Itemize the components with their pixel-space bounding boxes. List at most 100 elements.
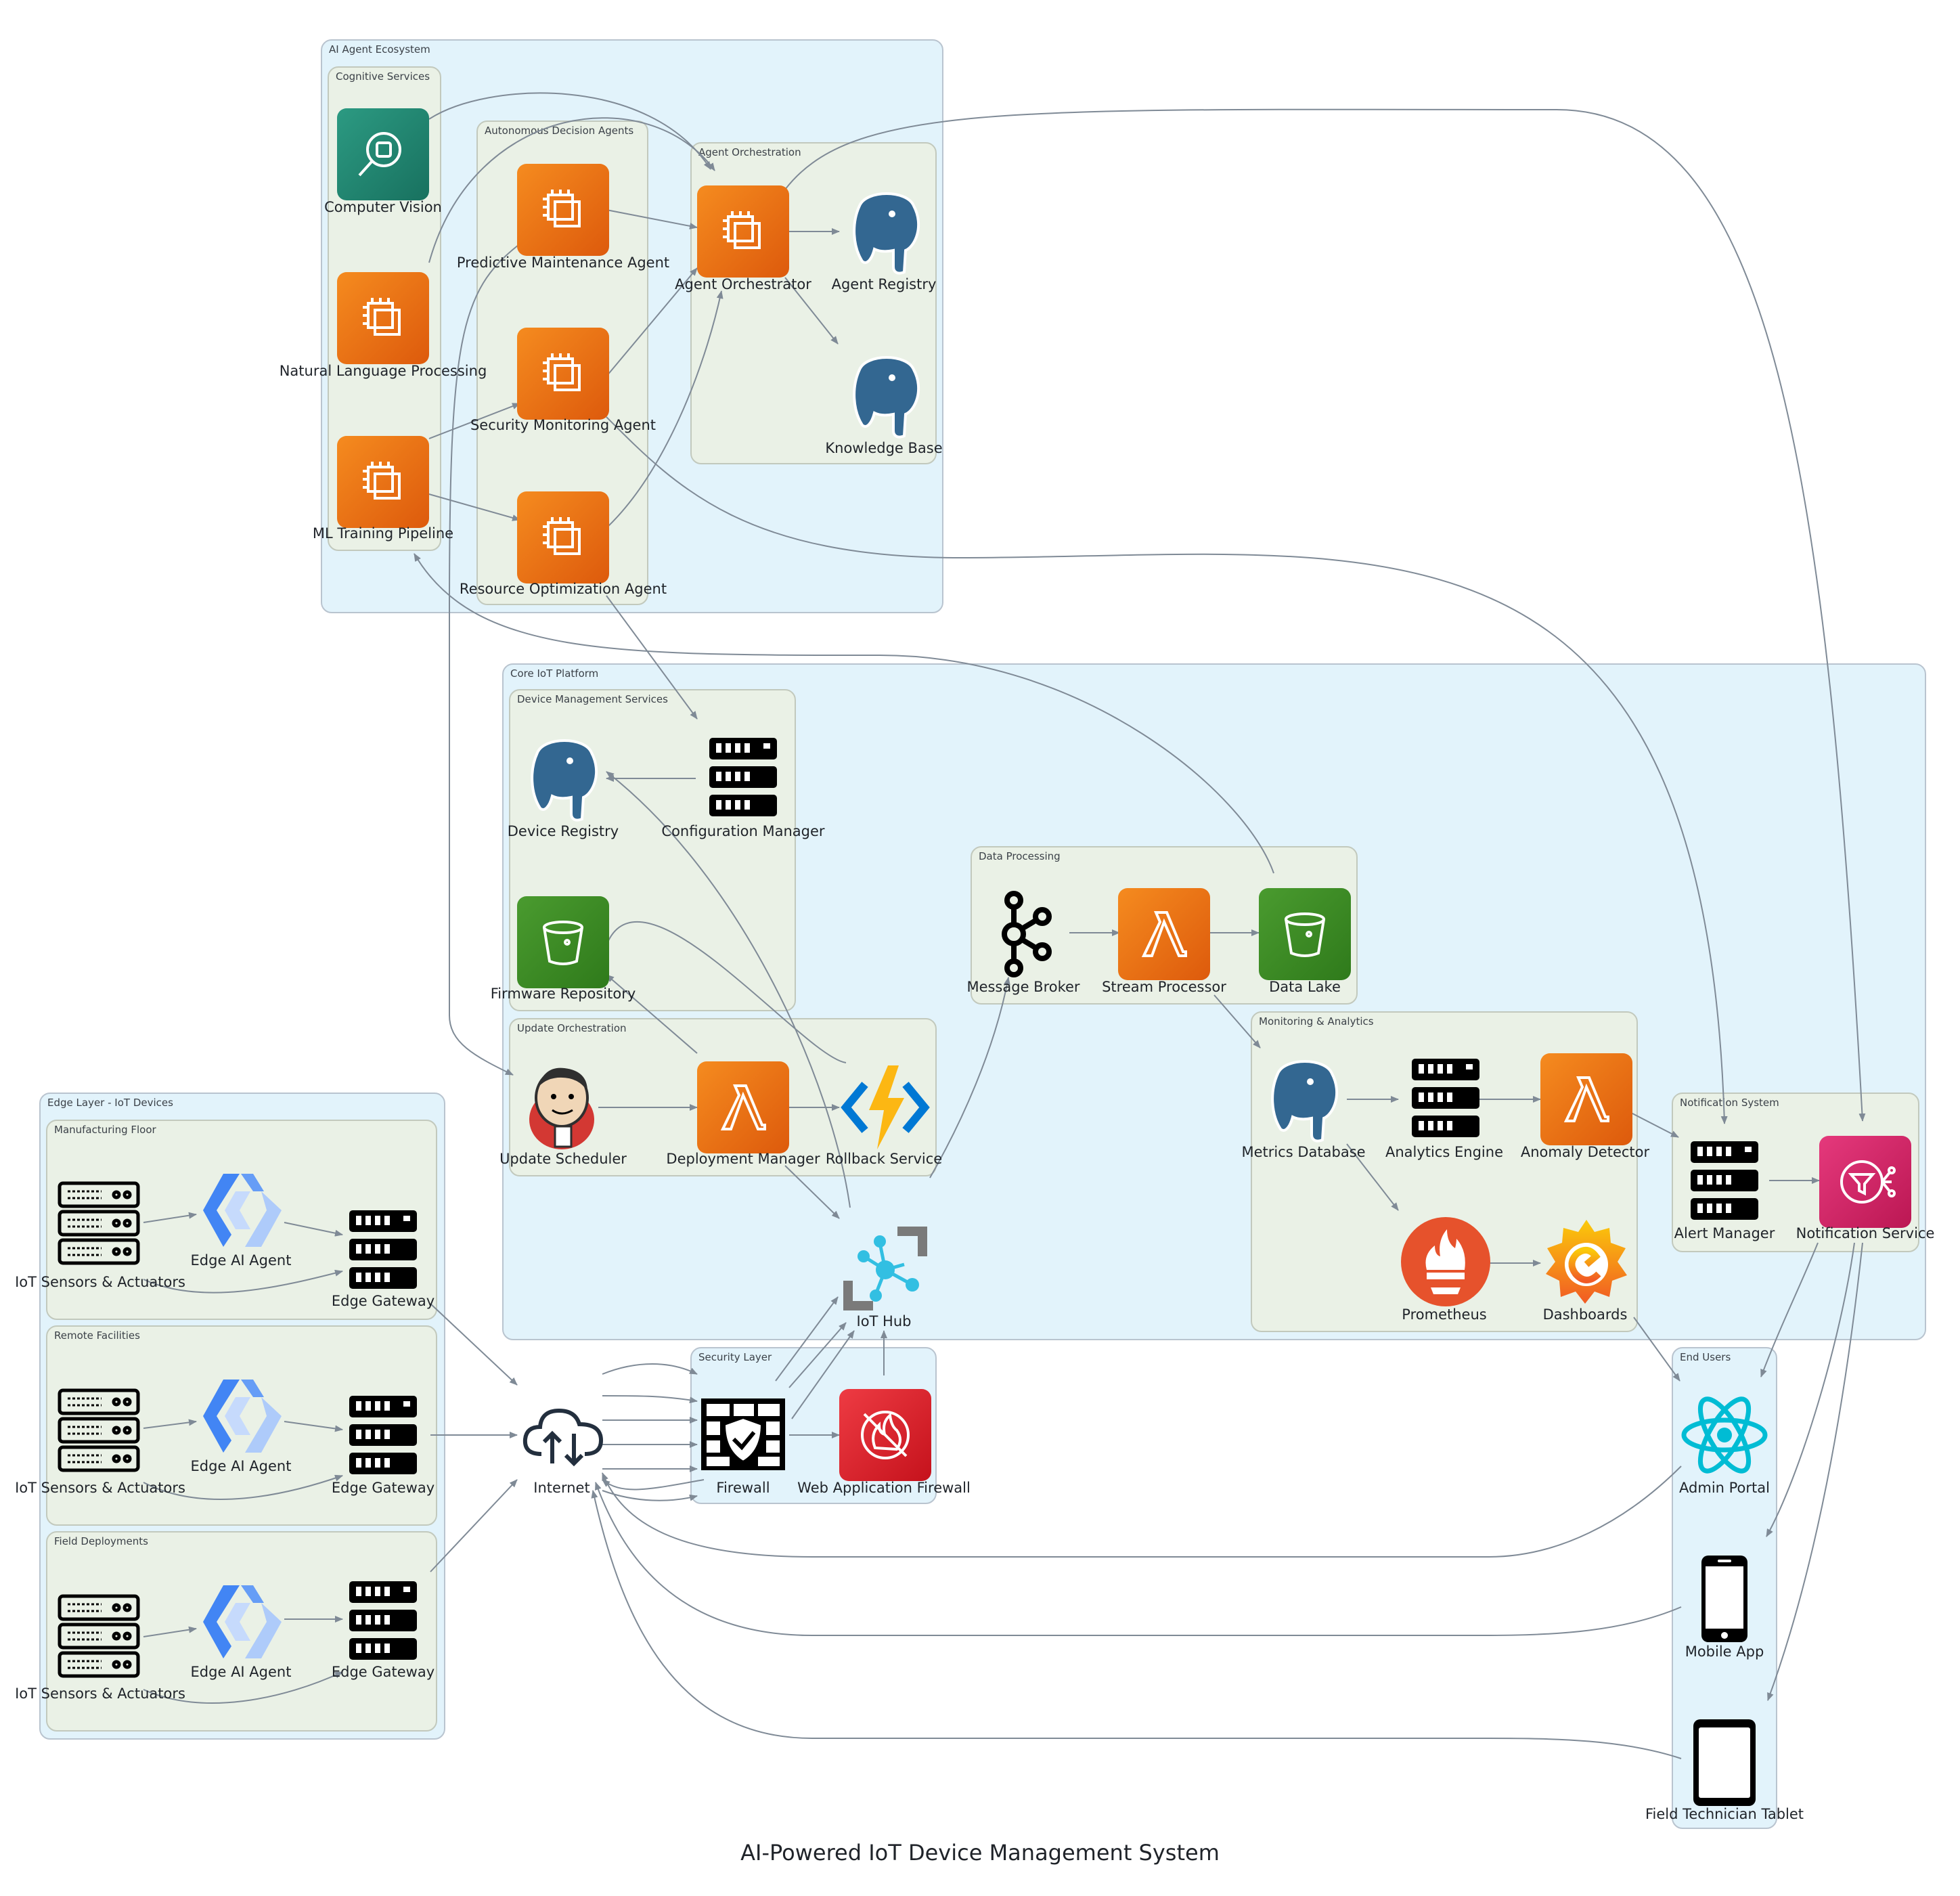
- rf-edge-ai-node[interactable]: [196, 1370, 291, 1465]
- stream-processor-node[interactable]: [1118, 888, 1213, 983]
- node-label: Anomaly Detector: [1520, 1144, 1650, 1160]
- postgresql-elephant-icon: [853, 356, 920, 439]
- security-monitoring-node[interactable]: [517, 328, 612, 422]
- update-scheduler-node[interactable]: [517, 1061, 612, 1156]
- node-label: Update Scheduler: [499, 1151, 627, 1167]
- metrics-database-node[interactable]: [1257, 1053, 1352, 1148]
- azure-functions-icon: [841, 1065, 930, 1149]
- firmware-repository-node[interactable]: [517, 896, 612, 991]
- agent-registry-node[interactable]: [839, 185, 934, 280]
- cluster-label: Update Orchestration: [517, 1022, 627, 1034]
- cluster-label: Remote Facilities: [54, 1329, 140, 1342]
- notification-service-node[interactable]: [1819, 1136, 1914, 1231]
- rollback-service-node[interactable]: [839, 1061, 934, 1156]
- edge-ai-icon: [203, 1174, 282, 1247]
- cpu-chip-icon: [697, 185, 789, 278]
- fd-gateway-node[interactable]: [337, 1576, 432, 1671]
- lambda-icon: [697, 1061, 789, 1153]
- lambda-icon: [1118, 888, 1210, 980]
- nlp-node[interactable]: [337, 272, 432, 367]
- s3-bucket-icon: [1259, 888, 1351, 980]
- knowledge-base-node[interactable]: [839, 349, 934, 444]
- node-label: Edge Gateway: [331, 1664, 435, 1680]
- cpu-chip-icon: [517, 164, 609, 256]
- cluster-label: Agent Orchestration: [698, 146, 801, 158]
- admin-portal-node[interactable]: [1678, 1389, 1773, 1484]
- node-label: Agent Orchestrator: [675, 276, 811, 292]
- s3-bucket-icon: [517, 896, 609, 988]
- node-label: Agent Registry: [831, 276, 937, 292]
- node-label: Configuration Manager: [661, 823, 825, 839]
- node-label: Metrics Database: [1241, 1144, 1366, 1160]
- node-label: Device Registry: [507, 823, 619, 839]
- rekognition-icon: [337, 108, 429, 200]
- resource-optimization-node[interactable]: [517, 491, 612, 586]
- edge-ai-icon: [203, 1380, 282, 1453]
- node-label: Predictive Maintenance Agent: [456, 255, 670, 271]
- cpu-chip-icon: [337, 272, 429, 364]
- firewall-shield-icon: [701, 1398, 785, 1470]
- cluster-label: Field Deployments: [54, 1535, 148, 1547]
- waf-node[interactable]: [839, 1389, 934, 1484]
- node-label: Mobile App: [1685, 1644, 1764, 1660]
- device-registry-node[interactable]: [517, 732, 612, 827]
- react-icon: [1681, 1396, 1768, 1474]
- message-broker-node[interactable]: [977, 888, 1072, 983]
- mf-sensors-node[interactable]: [53, 1178, 148, 1273]
- rf-sensors-node[interactable]: [53, 1385, 148, 1480]
- node-label: IoT Sensors & Actuators: [15, 1685, 185, 1702]
- data-lake-node[interactable]: [1259, 888, 1354, 983]
- grafana-icon: [1546, 1220, 1627, 1304]
- alert-manager-node[interactable]: [1678, 1136, 1773, 1231]
- cluster-label: Cognitive Services: [336, 70, 430, 83]
- node-label: Edge AI Agent: [190, 1458, 292, 1474]
- firewall-node[interactable]: [697, 1389, 792, 1484]
- deployment-manager-node[interactable]: [697, 1061, 792, 1156]
- diagram-title: AI-Powered IoT Device Management System: [740, 1840, 1220, 1866]
- computer-vision-node[interactable]: [337, 108, 432, 203]
- server-rack-icon: [1691, 1141, 1758, 1220]
- node-label: Edge AI Agent: [190, 1664, 292, 1680]
- node-label: Knowledge Base: [825, 440, 943, 456]
- prometheus-node[interactable]: [1400, 1216, 1494, 1310]
- cpu-chip-icon: [517, 328, 609, 420]
- sns-icon: [1819, 1136, 1911, 1228]
- node-label: ML Training Pipeline: [312, 525, 454, 542]
- iot-hub-icon: [843, 1227, 927, 1310]
- prometheus-icon: [1401, 1217, 1490, 1306]
- server-rack-icon: [1412, 1059, 1479, 1137]
- field-tablet-node[interactable]: [1678, 1717, 1773, 1811]
- mobile-app-node[interactable]: [1678, 1553, 1773, 1648]
- fd-sensors-node[interactable]: [53, 1591, 148, 1685]
- anomaly-detector-node[interactable]: [1540, 1053, 1635, 1148]
- node-label: Computer Vision: [324, 199, 442, 215]
- node-label: IoT Hub: [856, 1313, 912, 1329]
- mf-edge-ai-node[interactable]: [196, 1164, 291, 1259]
- tablet-icon: [1693, 1719, 1756, 1806]
- ml-training-node[interactable]: [337, 436, 432, 531]
- cluster-label: Core IoT Platform: [510, 667, 599, 680]
- postgresql-elephant-icon: [853, 192, 920, 275]
- agent-orchestrator-node[interactable]: [697, 185, 792, 280]
- mf-gateway-node[interactable]: [337, 1205, 432, 1300]
- node-label: Natural Language Processing: [279, 363, 487, 379]
- node-label: Resource Optimization Agent: [459, 581, 667, 597]
- server-rack-icon: [709, 738, 777, 816]
- internet-node[interactable]: [517, 1389, 612, 1484]
- iot-hub-node[interactable]: [839, 1222, 934, 1317]
- cluster-label: End Users: [1680, 1351, 1731, 1363]
- cluster-label: Edge Layer - IoT Devices: [47, 1097, 173, 1109]
- cloud-upload-download-icon: [522, 1408, 604, 1467]
- node-label: IoT Sensors & Actuators: [15, 1480, 185, 1496]
- postgresql-elephant-icon: [1271, 1060, 1339, 1143]
- analytics-engine-node[interactable]: [1400, 1053, 1494, 1148]
- fd-edge-ai-node[interactable]: [196, 1576, 291, 1671]
- predictive-maintenance-node[interactable]: [517, 164, 612, 259]
- dashboards-node[interactable]: [1540, 1216, 1635, 1310]
- sensor-rack-icon: [58, 1594, 140, 1678]
- edge-ai-icon: [203, 1585, 282, 1658]
- rf-gateway-node[interactable]: [337, 1390, 432, 1485]
- cluster-label: Data Processing: [979, 850, 1061, 862]
- configuration-manager-node[interactable]: [697, 732, 792, 827]
